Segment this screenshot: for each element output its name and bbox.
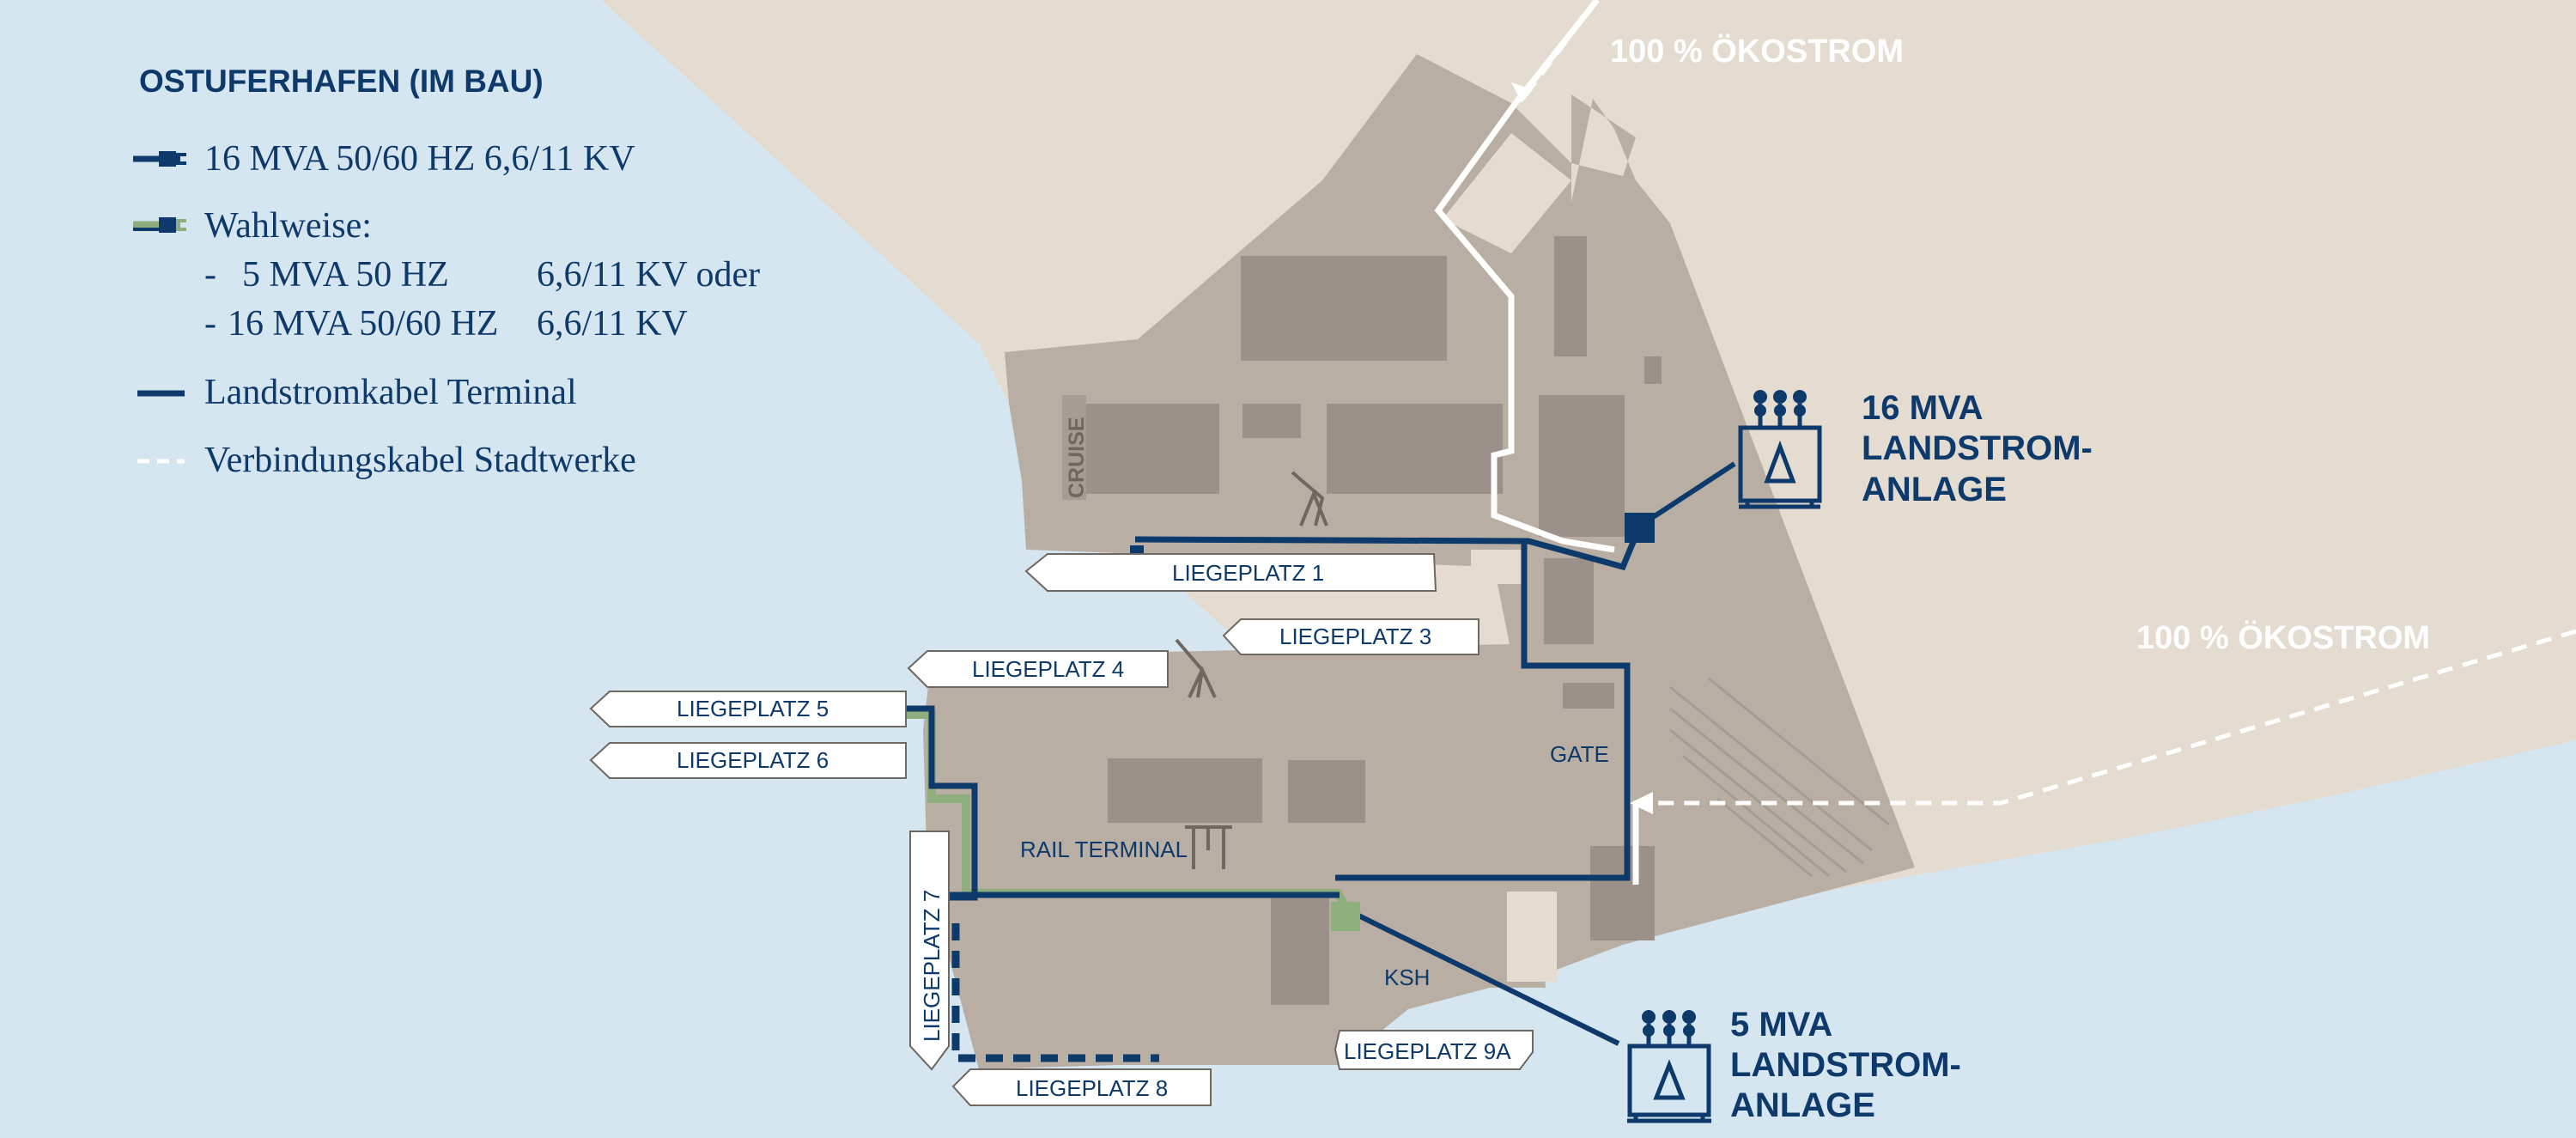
legend-icon-16mva: [133, 151, 186, 167]
legend-icon-wahlweise: [133, 217, 186, 233]
legend-item-verbindungskabel: Verbindungskabel Stadtwerke: [204, 441, 636, 480]
legend: OSTUFERHAFEN (IM BAU) 16 MVA 50/60 HZ 6,…: [133, 64, 760, 480]
crane-icon: [1175, 638, 1217, 698]
stadtwerke-cable-east: [1636, 629, 2576, 806]
ship-liegeplatz-9a[interactable]: [1334, 1030, 1534, 1070]
wahlweise-voltage-1: 6,6/11 KV oder: [537, 255, 760, 295]
station-small-line1: 5 MVA: [1730, 1006, 1832, 1044]
ship-liegeplatz-6[interactable]: [589, 742, 907, 779]
label-ecopower-top: 100 % ÖKOSTROM: [1610, 33, 1904, 70]
station-big-line3: ANLAGE: [1862, 471, 2007, 508]
junction-box-big: [1625, 513, 1655, 543]
legend-title: OSTUFERHAFEN (IM BAU): [139, 64, 544, 99]
wahlweise-prefix-2: -: [204, 304, 216, 344]
station-small-line2: LANDSTROM-: [1730, 1046, 1961, 1084]
ship-liegeplatz-3[interactable]: [1222, 618, 1479, 655]
station-connector-small: [1346, 908, 1620, 1046]
building: [1078, 404, 1219, 494]
cruise-block: [1062, 395, 1086, 500]
building: [1590, 846, 1655, 940]
building: [1539, 395, 1625, 537]
label-liegeplatz-8: LIEGEPLATZ 8: [1016, 1075, 1168, 1101]
stadtwerke-cable-north: [1434, 0, 1615, 553]
ship-liegeplatz-1[interactable]: [1024, 553, 1437, 592]
arrow-head-north: [1511, 82, 1533, 103]
junction-box-small: [1331, 902, 1360, 931]
building: [1241, 256, 1447, 361]
label-liegeplatz-3: LIEGEPLATZ 3: [1279, 624, 1431, 649]
label-liegeplatz-7: LIEGEPLATZ 7: [919, 890, 945, 1042]
stadtwerke-cable-north-dashed: [1518, 0, 1599, 105]
terminal-cable-lp1: [1134, 524, 1643, 571]
legend-item-wahlweise: Wahlweise:: [204, 206, 372, 246]
ship-liegeplatz-5[interactable]: [589, 691, 907, 727]
building: [1554, 236, 1587, 356]
label-ecopower-right: 100 % ÖKOSTROM: [2136, 619, 2430, 656]
wahlweise-power-1: 5 MVA 50 HZ: [242, 255, 449, 295]
station-big-line2: LANDSTROM-: [1862, 429, 2093, 467]
label-ksh: KSH: [1384, 965, 1430, 990]
building: [1327, 404, 1503, 494]
label-gate: GATE: [1550, 741, 1609, 767]
label-liegeplatz-5: LIEGEPLATZ 5: [677, 696, 829, 721]
building: [1644, 356, 1662, 384]
cruise-label: CRUISE: [1065, 417, 1089, 498]
wahlweise-prefix-1: -: [204, 255, 216, 295]
station-big-line1: 16 MVA: [1862, 389, 1984, 427]
wahlweise-voltage-2: 6,6/11 KV: [537, 304, 688, 344]
insulator-icon: [1642, 1010, 1696, 1037]
label-liegeplatz-4: LIEGEPLATZ 4: [972, 656, 1124, 682]
terminal-cable-gate: [1335, 541, 1631, 881]
label-liegeplatz-9a: LIEGEPLATZ 9A: [1344, 1038, 1511, 1064]
legend-item-16mva: 16 MVA 50/60 HZ 6,6/11 KV: [204, 139, 635, 179]
terminal-area-north: [1005, 54, 1915, 971]
pier-notch: [1443, 133, 1571, 253]
ship-liegeplatz-4[interactable]: [907, 650, 1169, 688]
building: [1271, 893, 1329, 1005]
label-rail-terminal: RAIL TERMINAL: [1020, 837, 1188, 862]
label-liegeplatz-6: LIEGEPLATZ 6: [677, 747, 829, 773]
legend-item-landstromkabel: Landstromkabel Terminal: [204, 373, 577, 412]
light-area: [1471, 550, 1522, 584]
crane-icon: [1291, 471, 1328, 526]
insulator-icon: [1753, 390, 1807, 417]
wahlweise-power-2: 16 MVA 50/60 HZ: [228, 304, 498, 344]
building: [1288, 760, 1365, 823]
rail-crane-icon: [1185, 825, 1232, 869]
ship-liegeplatz-7[interactable]: [909, 831, 950, 1071]
terminal-area-south: [923, 644, 1546, 1069]
station-small-line3: ANLAGE: [1730, 1086, 1875, 1124]
building: [1108, 758, 1262, 823]
building: [1544, 558, 1594, 644]
ship-liegeplatz-8[interactable]: [951, 1068, 1212, 1106]
arrow-head-east: [1630, 792, 1653, 814]
building: [1563, 683, 1614, 709]
label-liegeplatz-1: LIEGEPLATZ 1: [1172, 560, 1324, 586]
light-area: [1507, 892, 1557, 982]
building: [1242, 404, 1301, 438]
station-connector-big: [1638, 461, 1736, 528]
